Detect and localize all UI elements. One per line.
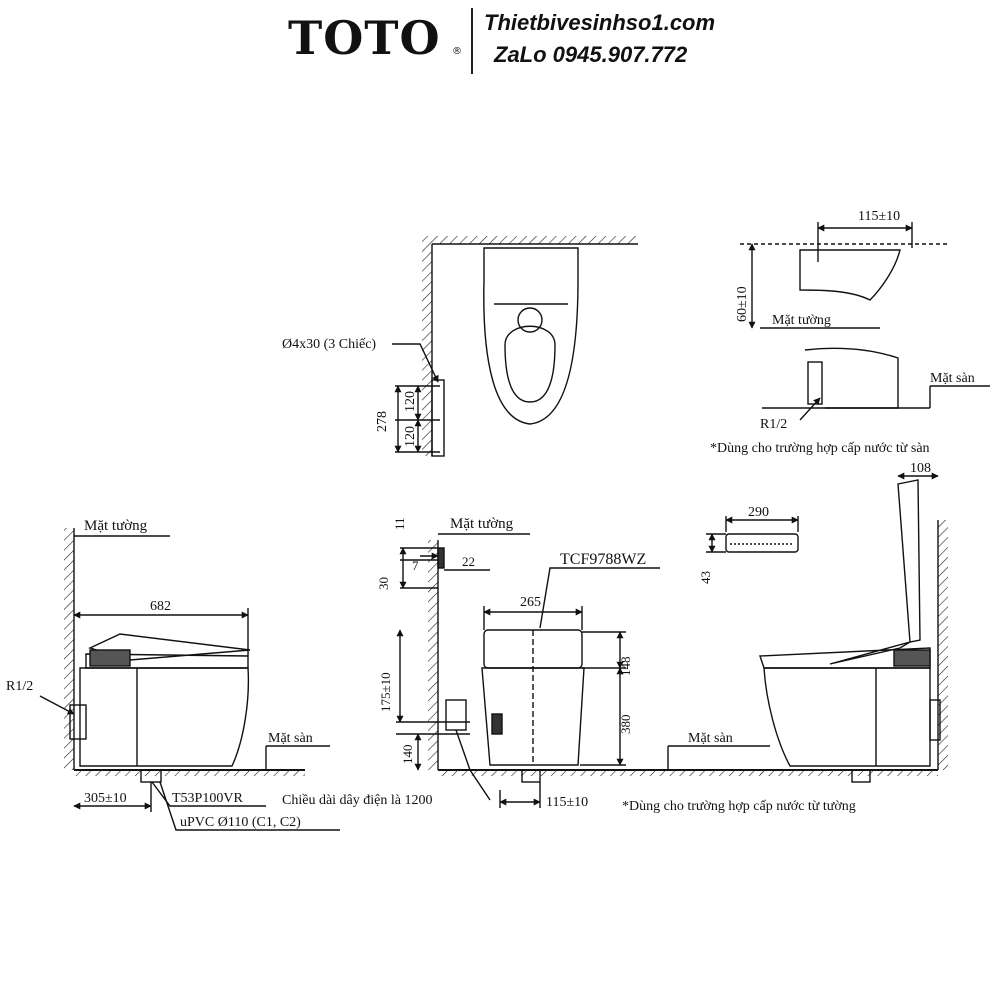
front-dim-7-label: 7	[412, 558, 419, 573]
seat-nozzle-circle	[517, 307, 543, 333]
detail-toilet-top	[799, 249, 901, 301]
front-dim-140-label: 140	[400, 745, 415, 765]
screw-spec-label: Ø4x30 (3 Chiếc)	[282, 337, 376, 352]
right-dim-108-label: 108	[910, 461, 931, 476]
left-dim-305-label: 305±10	[84, 791, 127, 806]
left-dim-682-label: 682	[150, 599, 171, 614]
right-wall-hatch	[938, 520, 948, 770]
detail-pipe-label: R1/2	[760, 417, 787, 432]
front-dim-11-label: 11	[392, 517, 407, 530]
toilet-outline-top	[483, 247, 579, 425]
contact-phone-text: ZaLo 0945.907.772	[494, 42, 688, 67]
detail-floor-label: Mặt sàn	[930, 371, 975, 386]
top-dim-120-upper-label: 120	[403, 391, 418, 412]
right-seat	[759, 647, 931, 669]
left-flange-model-label: T53P100VR	[172, 791, 243, 806]
left-pipe-leader	[39, 695, 75, 715]
front-model-leader	[539, 567, 660, 629]
mounting-bracket	[431, 379, 445, 457]
front-wall-bracket	[437, 547, 445, 569]
remote-dim-290-label: 290	[748, 505, 769, 520]
detail-floor-note: *Dùng cho trường hợp cấp nước từ sàn	[710, 441, 930, 456]
right-flange	[851, 769, 871, 783]
right-seat-open	[829, 641, 911, 665]
left-drain-leader	[159, 781, 340, 831]
front-floor-label: Mặt sàn	[688, 731, 733, 746]
toto-logo: TOTO	[288, 11, 441, 65]
left-wall-label: Mặt tường	[84, 518, 148, 534]
side-view-right	[759, 472, 948, 783]
left-pipe-label: R1/2	[6, 679, 33, 694]
left-toilet-body	[79, 667, 250, 767]
front-dim-30-label: 30	[376, 577, 391, 590]
left-flange-leader	[151, 781, 266, 807]
front-wall-hatch	[428, 540, 438, 770]
front-dim-265-label: 265	[520, 595, 541, 610]
right-wall-valve	[929, 699, 941, 741]
left-drain-pipe-label: uPVC Ø110 (C1, C2)	[180, 815, 301, 830]
remote-control	[706, 516, 799, 553]
side-view-left	[39, 528, 340, 831]
detail-dim-60-label: 60±10	[735, 286, 750, 322]
top-dim-120-lower-label: 120	[403, 426, 418, 447]
detail-pipe-leader	[799, 397, 821, 421]
detail-toilet-side	[804, 347, 899, 409]
front-floor-hatch	[438, 770, 770, 776]
front-wall-label: Mặt tường	[450, 516, 514, 532]
header-divider	[471, 8, 473, 74]
front-dim-175-label: 175±10	[378, 672, 393, 712]
front-power-box	[445, 699, 467, 731]
left-floor-hatch	[74, 770, 305, 776]
right-toilet-body	[763, 667, 931, 767]
front-valve	[491, 713, 503, 735]
top-view	[392, 236, 638, 457]
website-text: Thietbivesinhso1.com	[484, 10, 716, 35]
front-flange	[521, 769, 541, 783]
right-lid-open	[897, 479, 921, 643]
front-dim-115-label: 115±10	[546, 795, 588, 810]
remote-body	[725, 533, 799, 553]
detail-valve	[807, 361, 823, 405]
front-cable	[455, 729, 491, 801]
top-view-wall-hatch	[422, 236, 638, 244]
front-model-label: TCF9788WZ	[560, 551, 646, 568]
front-view	[396, 533, 770, 808]
registered-mark: ®	[452, 46, 462, 57]
top-dim-278-label: 278	[375, 411, 390, 432]
front-dim-22-label: 22	[462, 554, 475, 569]
left-floor-label: Mặt sàn	[268, 731, 313, 746]
bowl-opening-top	[504, 325, 556, 403]
right-floor-hatch	[760, 770, 938, 776]
detail-dim-115-label: 115±10	[858, 209, 900, 224]
cable-length-label: Chiều dài dây điện là 1200	[282, 793, 432, 808]
front-dim-380-label: 380	[618, 715, 633, 735]
left-wall-hatch	[64, 528, 74, 770]
top-view-side-wall-hatch	[422, 244, 432, 456]
left-water-valve	[69, 704, 87, 740]
detail-top-right	[740, 222, 990, 421]
front-dim-148-label: 148	[618, 657, 633, 677]
right-wall-note: *Dùng cho trường hợp cấp nước từ tường	[622, 799, 856, 814]
front-toilet-body	[481, 667, 585, 766]
right-control-unit	[893, 649, 931, 667]
screw-leader	[392, 343, 439, 383]
left-control-unit	[89, 649, 131, 667]
detail-wall-label: Mặt tường	[772, 313, 831, 328]
remote-dim-43-label: 43	[698, 571, 713, 584]
